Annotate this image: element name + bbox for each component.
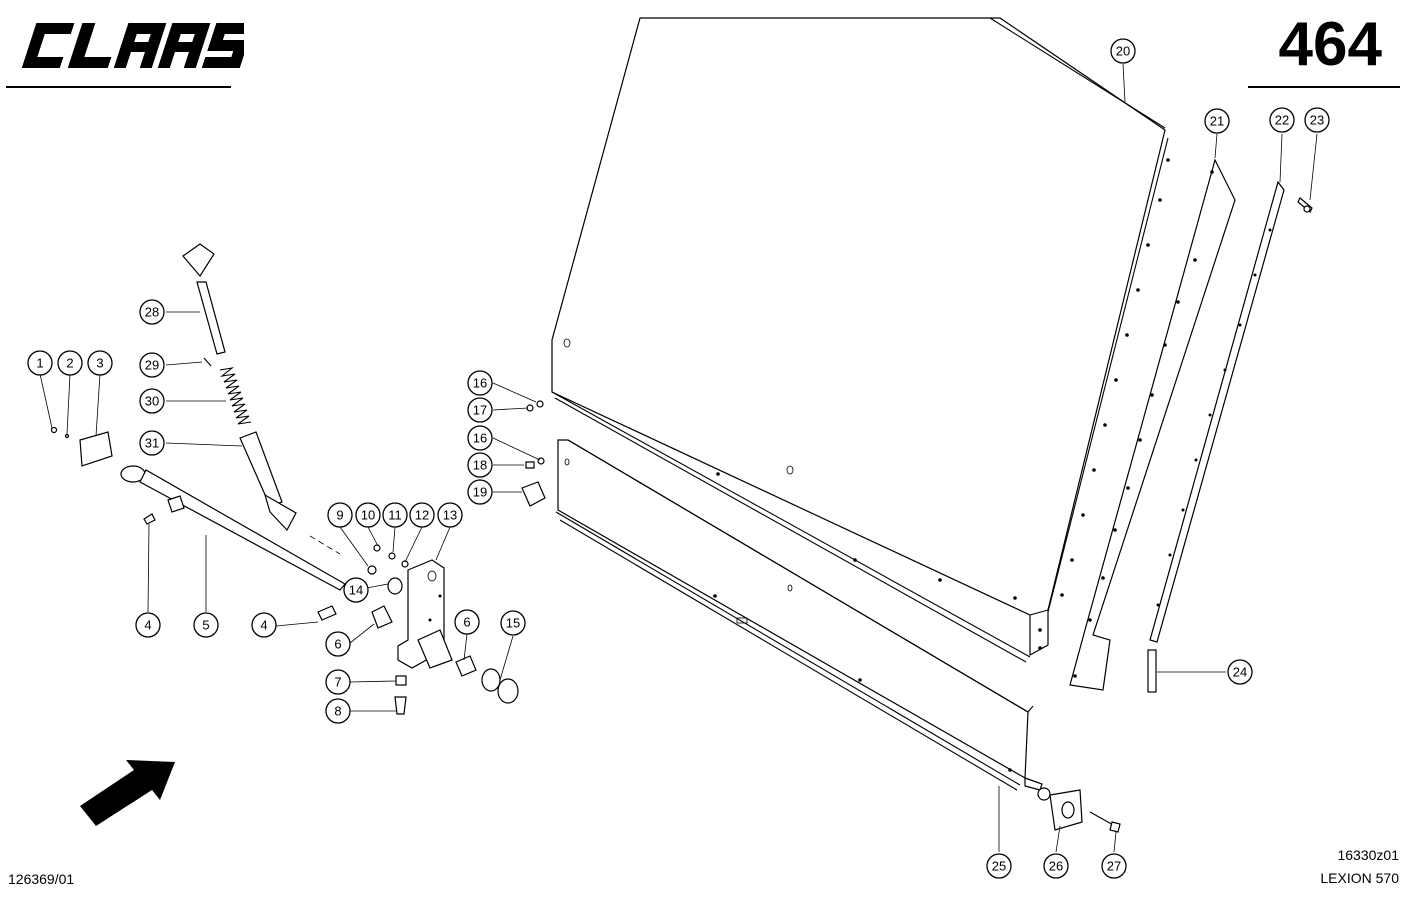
callout-23: 23 xyxy=(1304,107,1330,133)
figure-number: 16330z01 xyxy=(1337,847,1399,863)
document-number: 126369/01 xyxy=(8,871,75,887)
model-name: LEXION 570 xyxy=(1320,870,1399,886)
header-rule-left xyxy=(6,86,231,88)
part-27-bolt xyxy=(1089,811,1121,833)
svg-text:16: 16 xyxy=(473,376,487,391)
svg-text:4: 4 xyxy=(260,618,267,633)
callout-6: 6 xyxy=(325,631,351,657)
callout-11: 11 xyxy=(382,502,408,528)
svg-text:21: 21 xyxy=(1210,114,1224,129)
callout-9: 9 xyxy=(327,502,353,528)
page-number: 464 xyxy=(1278,10,1382,79)
callout-6b: 6 xyxy=(454,609,480,635)
part-23-bolt xyxy=(1297,197,1313,213)
svg-text:9: 9 xyxy=(336,508,343,523)
svg-text:10: 10 xyxy=(361,508,375,523)
svg-text:15: 15 xyxy=(506,616,520,631)
part-20-cover-panel xyxy=(551,17,1170,663)
part-28-lever-rod xyxy=(182,243,226,355)
svg-text:19: 19 xyxy=(473,485,487,500)
part-6-bushings xyxy=(371,605,477,677)
claas-logo xyxy=(21,23,244,68)
callout-22: 22 xyxy=(1269,107,1295,133)
callout-24: 24 xyxy=(1227,659,1253,685)
callout-14: 14 xyxy=(343,577,369,603)
svg-text:12: 12 xyxy=(415,508,429,523)
callout-18: 18 xyxy=(467,452,493,478)
svg-text:23: 23 xyxy=(1310,113,1324,128)
part-4-screw-left xyxy=(143,513,156,525)
part-26-bracket xyxy=(1037,787,1083,831)
callout-17: 17 xyxy=(467,397,493,423)
svg-text:6: 6 xyxy=(334,637,341,652)
part-5-control-rod xyxy=(120,465,346,591)
callout-1: 1 xyxy=(27,350,53,376)
part-4-screw-right xyxy=(317,605,337,621)
part-24-plate xyxy=(1147,649,1157,693)
part-22-rail xyxy=(1149,180,1285,643)
callout-27: 27 xyxy=(1101,853,1127,879)
svg-text:6: 6 xyxy=(463,615,470,630)
svg-text:20: 20 xyxy=(1116,44,1130,59)
svg-text:28: 28 xyxy=(145,305,159,320)
svg-text:13: 13 xyxy=(443,508,457,523)
part-21-side-strip xyxy=(1069,158,1236,691)
svg-text:14: 14 xyxy=(349,583,363,598)
part-29-pin xyxy=(203,357,212,367)
callout-16: 16 xyxy=(467,370,493,396)
svg-text:3: 3 xyxy=(96,356,103,371)
part-1-2-3-clip xyxy=(50,426,113,467)
svg-text:8: 8 xyxy=(334,704,341,719)
leader-lines xyxy=(39,63,1318,853)
svg-text:16: 16 xyxy=(473,431,487,446)
callout-2: 2 xyxy=(57,350,83,376)
svg-text:2: 2 xyxy=(66,356,73,371)
svg-text:30: 30 xyxy=(145,394,159,409)
callout-16b: 16 xyxy=(467,425,493,451)
callout-19: 19 xyxy=(467,479,493,505)
svg-text:1: 1 xyxy=(36,356,43,371)
callout-8: 8 xyxy=(325,698,351,724)
callout-30: 30 xyxy=(139,388,165,414)
svg-text:5: 5 xyxy=(202,618,209,633)
callout-26: 26 xyxy=(1043,853,1069,879)
callout-12: 12 xyxy=(409,502,435,528)
part-7-8-screw xyxy=(394,675,407,715)
callout-5: 5 xyxy=(193,612,219,638)
callout-13: 13 xyxy=(437,502,463,528)
svg-text:22: 22 xyxy=(1275,113,1289,128)
callout-25: 25 xyxy=(986,853,1012,879)
callout-20: 20 xyxy=(1110,38,1136,64)
callout-21: 21 xyxy=(1204,108,1230,134)
part-25-lower-shield xyxy=(555,439,1043,791)
callout-7: 7 xyxy=(325,669,351,695)
svg-text:11: 11 xyxy=(388,508,402,523)
part-31-sleeve xyxy=(239,431,297,532)
svg-text:7: 7 xyxy=(334,675,341,690)
svg-text:17: 17 xyxy=(473,403,487,418)
callout-28: 28 xyxy=(139,299,165,325)
svg-text:25: 25 xyxy=(992,859,1006,874)
part-30-spring xyxy=(219,367,252,425)
header-rule-right xyxy=(1248,86,1400,88)
svg-text:27: 27 xyxy=(1107,859,1121,874)
svg-text:31: 31 xyxy=(145,436,159,451)
callout-29: 29 xyxy=(139,352,165,378)
svg-text:26: 26 xyxy=(1049,859,1063,874)
svg-text:29: 29 xyxy=(145,358,159,373)
callout-4b: 4 xyxy=(251,612,277,638)
svg-text:18: 18 xyxy=(473,458,487,473)
callout-3: 3 xyxy=(87,350,113,376)
callout-10: 10 xyxy=(355,502,381,528)
callout-4: 4 xyxy=(135,612,161,638)
svg-text:4: 4 xyxy=(144,618,151,633)
svg-text:24: 24 xyxy=(1233,665,1247,680)
part-15-seals xyxy=(481,668,519,704)
direction-arrow-icon xyxy=(80,760,175,826)
callout-31: 31 xyxy=(139,430,165,456)
part-9-14-washers xyxy=(367,544,409,595)
callout-15: 15 xyxy=(500,610,526,636)
